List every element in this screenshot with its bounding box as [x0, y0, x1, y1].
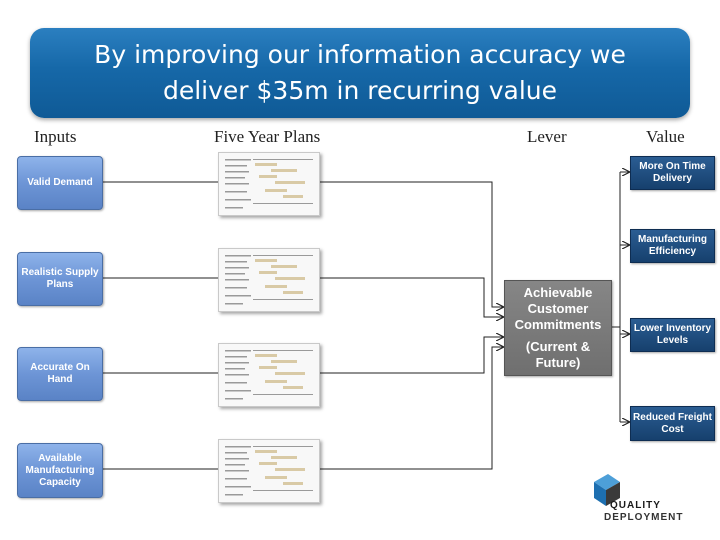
logo-line-2: DEPLOYMENT — [604, 512, 684, 523]
value-label: More On Time Delivery — [639, 161, 706, 184]
input-label: Accurate On Hand — [30, 362, 90, 385]
input-available-manufacturing-capacity: Available Manufacturing Capacity — [17, 443, 103, 498]
value-lower-inventory-levels: Lower Inventory Levels — [630, 318, 715, 352]
value-reduced-freight-cost: Reduced Freight Cost — [630, 406, 715, 441]
value-more-on-time-delivery: More On Time Delivery — [630, 156, 715, 190]
title-line-1: By improving our information accuracy we — [94, 40, 626, 69]
value-manufacturing-efficiency: Manufacturing Efficiency — [630, 229, 715, 263]
lever-label: Achievable Customer Commitments — [514, 285, 602, 332]
input-valid-demand: Valid Demand — [17, 156, 103, 210]
spreadsheet-icon — [219, 344, 319, 406]
five-year-plan-thumbnail — [218, 343, 320, 407]
logo-line-1: QUALITY — [610, 500, 661, 511]
logo-text: QUALITY DEPLOYMENT — [604, 500, 683, 524]
title-banner: By improving our information accuracy we… — [30, 28, 690, 118]
title-line-2: deliver $35m in recurring value — [162, 76, 557, 105]
five-year-plan-thumbnail — [218, 439, 320, 503]
input-label: Realistic Supply Plans — [21, 267, 99, 290]
input-label: Available Manufacturing Capacity — [25, 452, 95, 488]
value-label: Reduced Freight Cost — [633, 411, 712, 435]
header-inputs: Inputs — [34, 127, 77, 146]
five-year-plan-thumbnail — [218, 152, 320, 216]
value-label: Manufacturing Efficiency — [638, 234, 707, 257]
input-accurate-on-hand: Accurate On Hand — [17, 347, 103, 401]
header-five-year-plans: Five Year Plans — [214, 127, 321, 146]
value-label: Lower Inventory Levels — [633, 323, 712, 346]
quality-deployment-logo — [594, 474, 620, 506]
header-value: Value — [646, 127, 685, 146]
five-year-plan-thumbnail — [218, 248, 320, 312]
header-lever: Lever — [527, 127, 567, 146]
input-realistic-supply-plans: Realistic Supply Plans — [17, 252, 103, 306]
spreadsheet-icon — [219, 249, 319, 311]
lever-sublabel: (Current & Future) — [525, 339, 591, 370]
spreadsheet-icon — [219, 440, 319, 502]
spreadsheet-icon — [219, 153, 319, 215]
input-label: Valid Demand — [27, 177, 93, 188]
lever-box: Achievable Customer Commitments (Current… — [504, 280, 612, 376]
